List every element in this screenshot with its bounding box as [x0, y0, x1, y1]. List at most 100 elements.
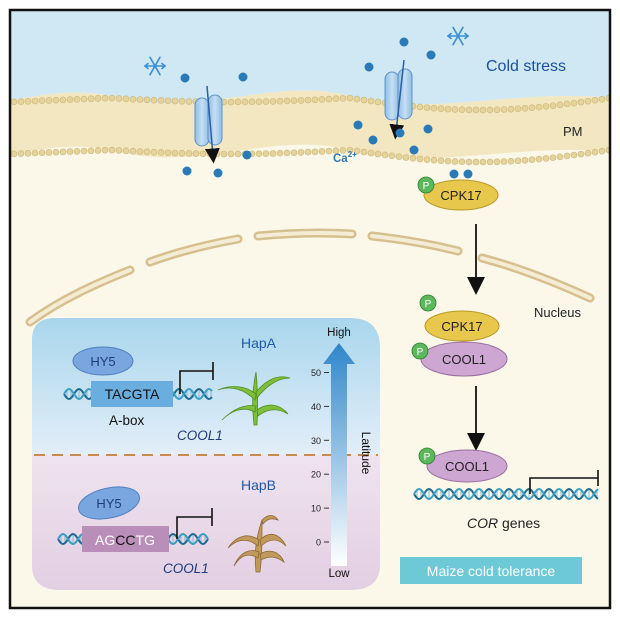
lipid-head — [178, 97, 186, 105]
lipid-head — [10, 150, 18, 158]
lipid-head — [150, 96, 158, 104]
lipid-head — [332, 95, 340, 103]
hapB-label: HapB — [241, 477, 276, 493]
hapB-promoter-mark — [176, 508, 213, 539]
lipid-head — [486, 106, 494, 114]
calcium-channel-right — [384, 59, 413, 140]
lipid-head — [101, 146, 109, 154]
lipid-head — [129, 147, 137, 155]
lipid-head — [507, 105, 515, 113]
lipid-head — [339, 147, 347, 154]
lipid-head — [276, 97, 284, 105]
lipid-head — [17, 98, 25, 105]
lipid-head — [45, 149, 53, 156]
lipid-head — [255, 98, 263, 106]
cpk17-cool1-complex: COOL1 CPK17 P P — [411, 294, 508, 377]
lipid-head — [10, 98, 18, 106]
lipid-head — [164, 97, 172, 105]
hapB-motif-box — [82, 526, 169, 552]
svg-text:HY5: HY5 — [90, 354, 115, 369]
phospho-icon — [418, 447, 436, 465]
lipid-head — [507, 157, 515, 165]
cpk17-label: CPK17 — [440, 188, 481, 203]
lipid-head — [549, 102, 557, 109]
lipid-head — [514, 157, 522, 165]
latitude-gradient-arrow — [323, 343, 355, 566]
lipid-head — [346, 146, 354, 154]
lipid-head — [248, 98, 256, 106]
hapB-motif-text: AGCCTG — [95, 532, 155, 548]
lipid-head — [423, 104, 431, 111]
lipid-head — [542, 103, 550, 110]
lipid-head — [157, 97, 165, 104]
lipid-head — [108, 146, 116, 154]
lipid-head — [374, 98, 382, 106]
lipid-head — [374, 150, 382, 158]
lipid-head — [500, 106, 508, 113]
healthy-maize-plant-icon — [217, 371, 291, 426]
lipid-head — [255, 150, 263, 158]
lipid-head — [115, 147, 123, 154]
lipid-head — [346, 94, 354, 102]
lipid-head — [290, 97, 298, 104]
lipid-head — [577, 98, 585, 106]
hapA-label: HapA — [241, 335, 277, 351]
snowflake-icon — [447, 26, 469, 46]
svg-text:P: P — [417, 347, 424, 358]
lipid-head — [514, 105, 522, 113]
lipid-head — [192, 150, 200, 157]
lipid-head — [416, 103, 424, 111]
lipid-head — [367, 97, 375, 105]
hapA-motif-text: TACGTA — [105, 386, 160, 402]
lipid-head — [318, 148, 326, 155]
lipid-head — [437, 105, 445, 112]
lipid-head — [290, 149, 298, 156]
lipid-head — [136, 96, 144, 103]
lipid-head — [262, 98, 270, 105]
lipid-head — [339, 95, 347, 102]
lipid-head — [451, 158, 459, 165]
lipid-head — [122, 95, 130, 103]
lipid-head — [304, 96, 312, 104]
lipid-head — [276, 149, 284, 157]
lipid-head — [563, 152, 571, 160]
phospho-icon — [411, 342, 429, 360]
lipid-head — [479, 106, 487, 114]
maize-cold-tolerance-banner — [400, 557, 582, 584]
hapA-gene-label: COOL1 — [177, 428, 223, 443]
abox-label: A-box — [109, 413, 145, 428]
lipid-head — [31, 149, 39, 157]
lipid-head — [549, 154, 557, 161]
lipid-head — [535, 103, 543, 111]
hy5-protein — [72, 346, 134, 376]
lipid-head — [297, 97, 305, 104]
lipid-head — [227, 98, 235, 106]
phospho-icon — [419, 294, 437, 312]
lipid-head — [80, 95, 88, 103]
lipid-head — [283, 97, 291, 105]
lipid-head — [269, 98, 277, 105]
lipid-head — [199, 150, 207, 158]
svg-text:COOL1: COOL1 — [445, 459, 489, 474]
lipid-head — [584, 149, 592, 157]
lipid-head — [493, 158, 501, 166]
cool1-cor-binding: COOL1 P — [418, 447, 508, 483]
lipid-head — [108, 94, 116, 102]
lipid-head — [143, 96, 151, 104]
svg-text:P: P — [423, 181, 430, 192]
calcium-ion-label: Ca2+ — [333, 150, 357, 165]
hapA-motif-box — [91, 381, 173, 407]
lipid-head — [220, 150, 228, 158]
lipid-head — [283, 149, 291, 157]
lipid-head — [556, 101, 564, 109]
cor-dna-helix — [413, 487, 599, 501]
lipid-head — [360, 148, 368, 156]
lipid-head — [381, 151, 389, 159]
lipid-head — [17, 150, 25, 157]
svg-text:P: P — [425, 299, 432, 310]
cor-genes-label: COR genes — [467, 515, 540, 531]
lipid-head — [234, 150, 242, 158]
lipid-head — [458, 106, 466, 114]
lipid-head — [136, 148, 144, 155]
phospho-icon — [417, 176, 435, 194]
